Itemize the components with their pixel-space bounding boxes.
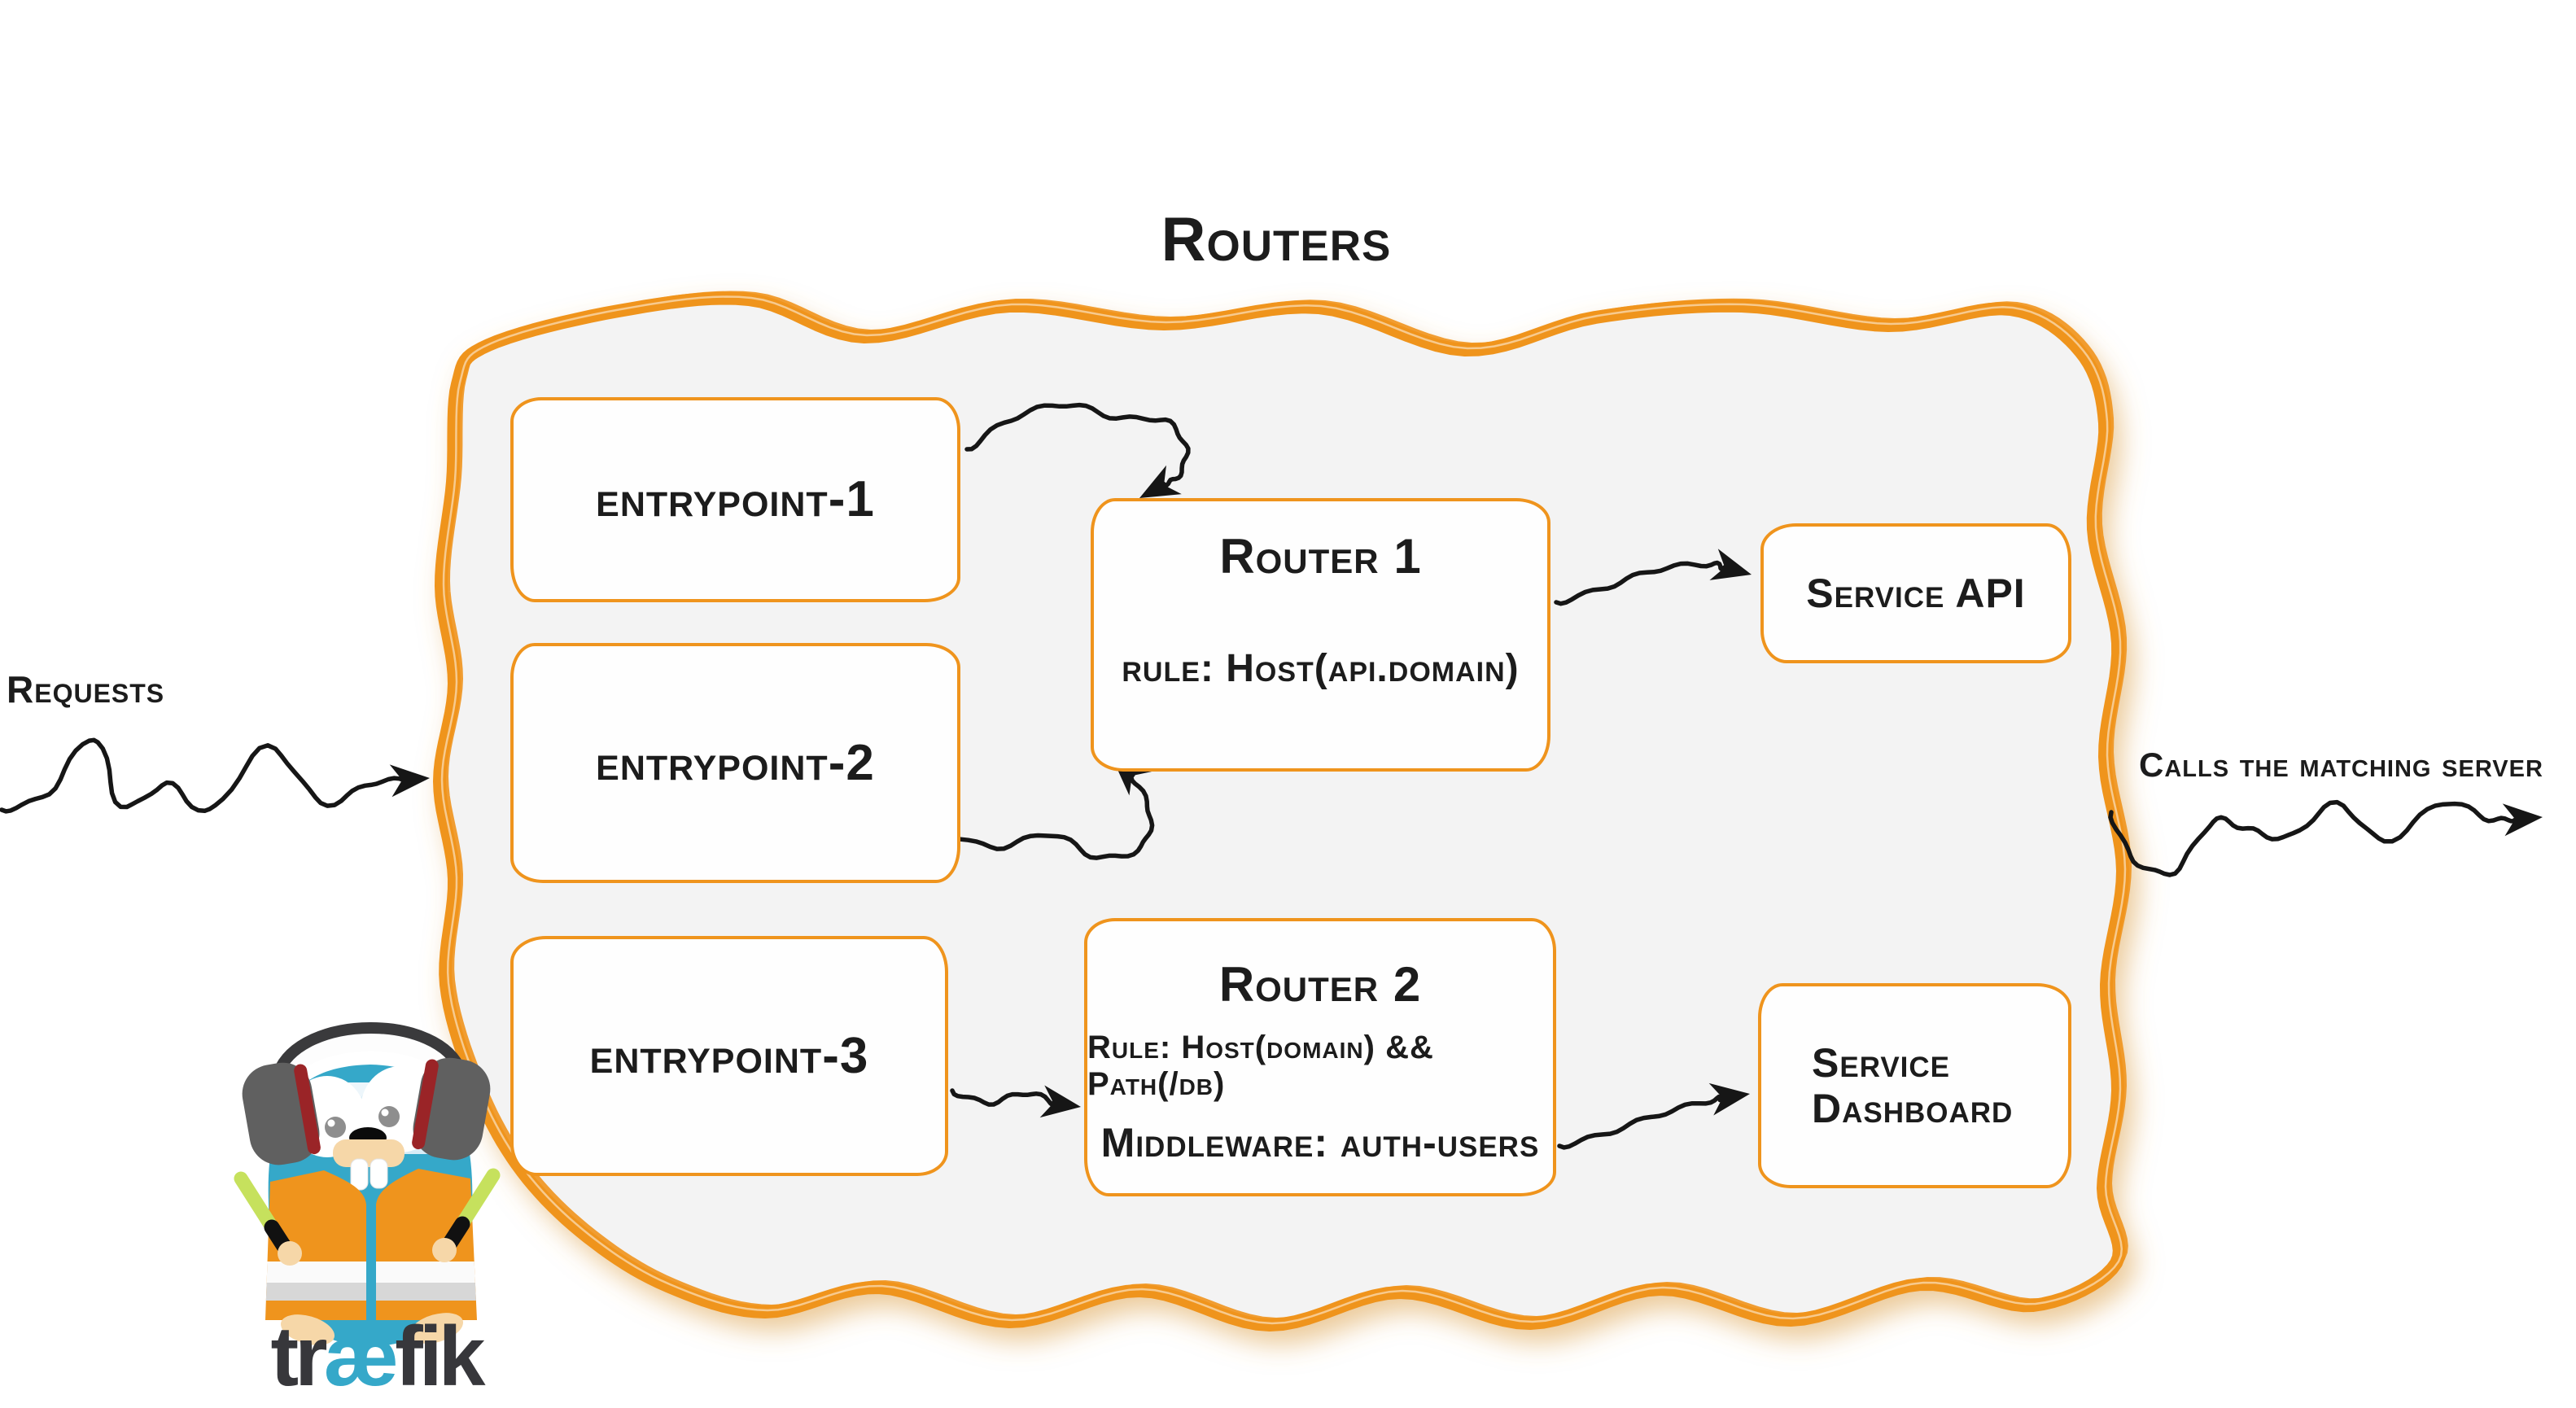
calls-matching-server-arrow-icon (2108, 799, 2543, 877)
headphone-right-cup-icon (412, 1057, 491, 1161)
traefik-wordmark: træfik (201, 1309, 551, 1406)
service-api-box: Service API (1760, 523, 2071, 663)
router-2-middleware: Middleware: auth-users (1100, 1120, 1540, 1166)
requests-arrow-icon (0, 737, 430, 814)
entrypoint3-to-router2-arrow-icon (950, 1085, 1081, 1118)
wordmark-prefix: tr (270, 1310, 328, 1404)
router-2-rule: Rule: Host(domain) && Path(/db) (1087, 1029, 1434, 1102)
router-1-name: Router 1 (1219, 529, 1422, 584)
wordmark-suffix: fik (395, 1310, 485, 1404)
entrypoint-3-label: entrypoint-3 (589, 1027, 869, 1084)
calls-matching-server-label: Calls the matching server (2139, 746, 2543, 784)
entrypoint1-to-router1-arrow-icon (964, 402, 1191, 498)
router2-to-service-dashboard-arrow-icon (1557, 1082, 1750, 1150)
service-dashboard-label: Service Dashboard (1812, 1040, 2014, 1131)
router-1-rule: rule: Host(api.domain) (1122, 647, 1520, 691)
router-2-box: Router 2 Rule: Host(domain) && Path(/db)… (1084, 918, 1556, 1196)
requests-label: Requests (7, 668, 165, 711)
service-api-label: Service API (1806, 571, 2026, 616)
entrypoint-3-box: entrypoint-3 (510, 936, 948, 1176)
headphones-band-icon (273, 1022, 466, 1076)
entrypoint-2-box: entrypoint-2 (510, 643, 960, 883)
entrypoint-2-label: entrypoint-2 (596, 734, 875, 791)
page-title: Routers (1161, 205, 1392, 274)
router-1-box: Router 1 rule: Host(api.domain) (1091, 498, 1550, 772)
router-2-name: Router 2 (1218, 956, 1422, 1012)
entrypoint-1-box: entrypoint-1 (510, 397, 960, 602)
headphone-left-cup-icon (242, 1062, 321, 1165)
router1-to-service-api-arrow-icon (1554, 549, 1752, 606)
entrypoint-1-label: entrypoint-1 (596, 471, 875, 528)
service-dashboard-box: Service Dashboard (1758, 983, 2071, 1188)
traefik-gopher-logo-icon (234, 1022, 501, 1347)
wordmark-ae-ligature: æ (323, 1310, 400, 1404)
